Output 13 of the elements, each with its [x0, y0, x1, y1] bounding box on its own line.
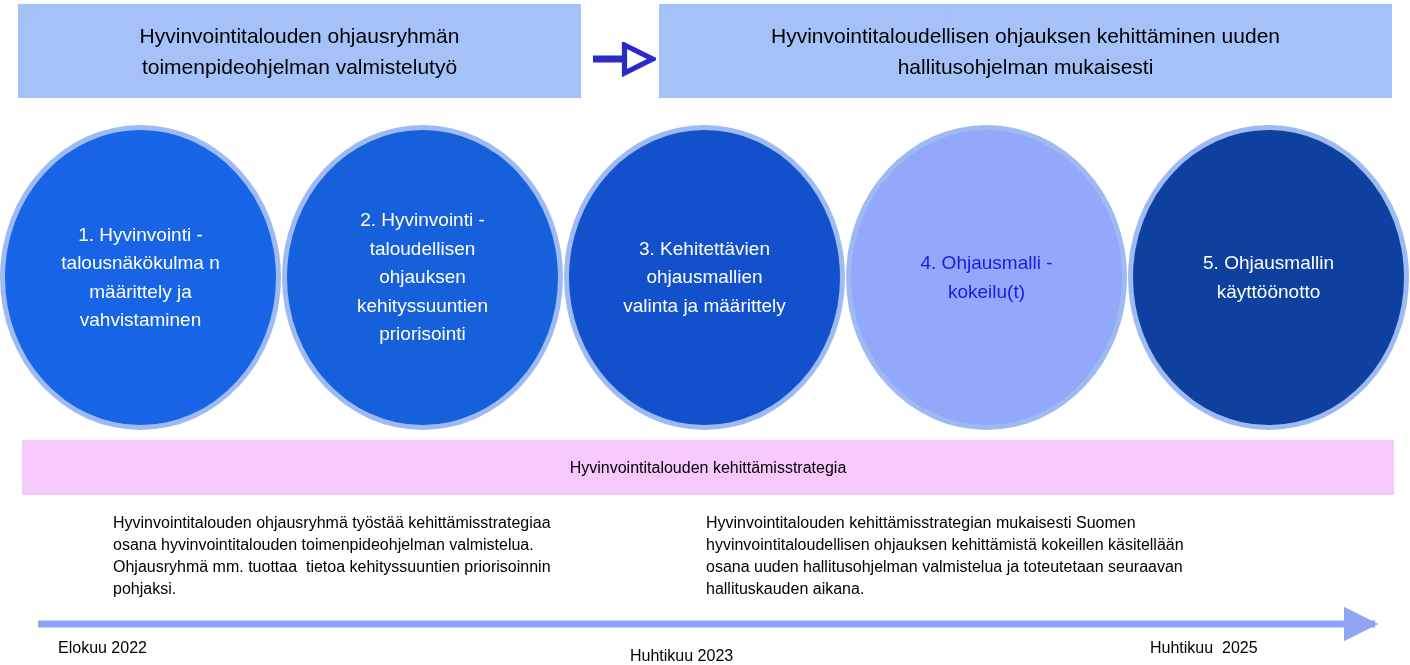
step-circle: 5. Ohjausmallin käyttöönotto — [1128, 125, 1409, 430]
step-circle: 3. Kehitettävien ohjausmallien valinta ja määrittely — [564, 125, 845, 430]
step-circle: 1. Hyvinvointi - talousnäkökulma n määrittely ja vahvistaminen — [0, 125, 281, 430]
date-label: Elokuu 2022 — [58, 638, 148, 658]
step-circle: 2. Hyvinvointi - taloudellisen ohjauksen kehityssuuntien priorisointi — [282, 125, 563, 430]
heading-box: Hyvinvointitalouden ohjausryhmän toimenpideohjelman valmistelutyö — [18, 4, 581, 98]
strategy-band: Hyvinvointitalouden kehittämisstrategia — [22, 440, 1394, 495]
date-label: Huhtikuu 2025 — [1150, 638, 1259, 658]
description-text: Hyvinvointitalouden ohjausryhmä työstää kehittämisstrategiaa osana hyvinvointitalouden toimenpideohjelman valmistelua. Ohjausryhmä mm. tuottaa tietoa kehityssuuntien priorisoinnin pohjaksi. — [113, 513, 552, 599]
description-text: Hyvinvointitalouden kehittämisstrategian mukaisesti Suomen hyvinvointitaloudellisen ohjauksen kehittämistä kokeillen käsitellään osana uuden hallitusohjelman valmistelua ja toteutetaan seuraavan hallituskauden aikana. — [706, 513, 1185, 599]
step-circle: 4. Ohjausmalli - kokeilu(t) — [846, 125, 1127, 430]
heading-box: Hyvinvointitaloudellisen ohjauksen kehittäminen uuden hallitusohjelman mukaisesti — [659, 4, 1392, 98]
date-label: Huhtikuu 2023 — [630, 646, 735, 665]
